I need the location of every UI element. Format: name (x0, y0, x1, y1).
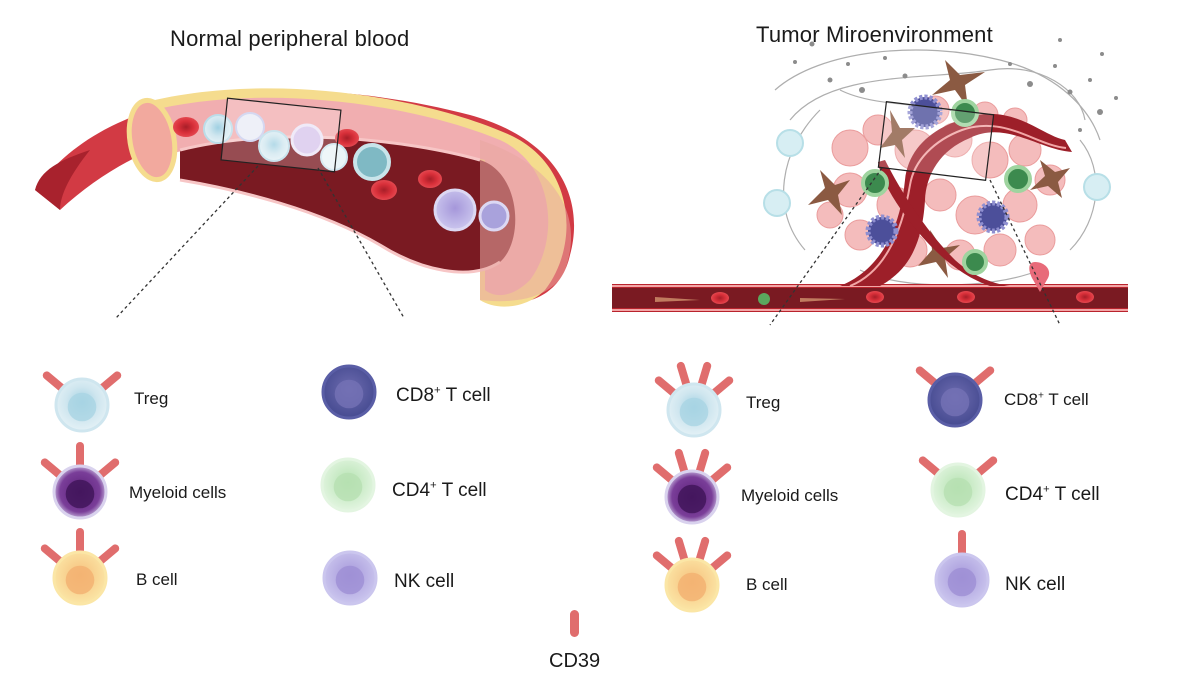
zoom-guide-right-1 (769, 167, 883, 326)
right-label-treg: Treg (746, 393, 781, 412)
left-treg-nucleus (67, 392, 97, 422)
zoom-box-right (877, 100, 995, 182)
zoom-guide-left-2 (317, 167, 405, 319)
legend-cells (40, 361, 998, 613)
lumen-immune-cells (203, 112, 510, 232)
cd39-marker-icon (570, 610, 579, 637)
left-cd4-nucleus (333, 472, 363, 502)
tumor-microenvironment (612, 38, 1128, 326)
left-myeloid-nucleus (65, 479, 95, 509)
right-cd8-nucleus (940, 387, 970, 417)
left-cd8-nucleus (334, 379, 364, 409)
left-nk-nucleus (335, 565, 365, 595)
left-label-bcell: B cell (136, 570, 178, 589)
vessel-media (145, 97, 549, 296)
right-nk-nucleus (947, 567, 977, 597)
right-bcell-nucleus (677, 572, 707, 602)
right-panel-title: Tumor Miroenvironment (756, 22, 993, 47)
zoom-box-left (220, 97, 342, 173)
right-treg-nucleus (679, 397, 709, 427)
ecm-particles (793, 38, 1118, 132)
vessel-cut-shadow (35, 150, 90, 210)
tumor-vessel (612, 113, 1128, 312)
right-label-myeloid: Myeloid cells (741, 486, 839, 505)
red-blood-cells (173, 117, 442, 200)
tumor-immune-cells (763, 94, 1111, 292)
left-bcell-nucleus (65, 565, 95, 595)
left-label-treg: Treg (134, 389, 169, 408)
left-label-nk: NK cell (394, 571, 455, 592)
right-cd4-nucleus (943, 477, 973, 507)
right-label-nk: NK cell (1005, 574, 1066, 595)
cd39-key-label: CD39 (549, 650, 601, 672)
left-label-cd8: CD8+ T cell (396, 384, 491, 406)
right-label-bcell: B cell (746, 575, 788, 594)
left-panel-title: Normal peripheral blood (170, 26, 410, 51)
zoom-guide-right-2 (989, 179, 1061, 326)
blood-vessel (35, 88, 575, 319)
left-label-cd4: CD4+ T cell (392, 479, 487, 501)
zoom-guide-left-1 (115, 165, 259, 319)
right-label-cd8: CD8+ T cell (1004, 390, 1089, 409)
right-myeloid-nucleus (677, 484, 707, 514)
left-label-myeloid: Myeloid cells (129, 483, 227, 502)
right-label-cd4: CD4+ T cell (1005, 483, 1100, 505)
